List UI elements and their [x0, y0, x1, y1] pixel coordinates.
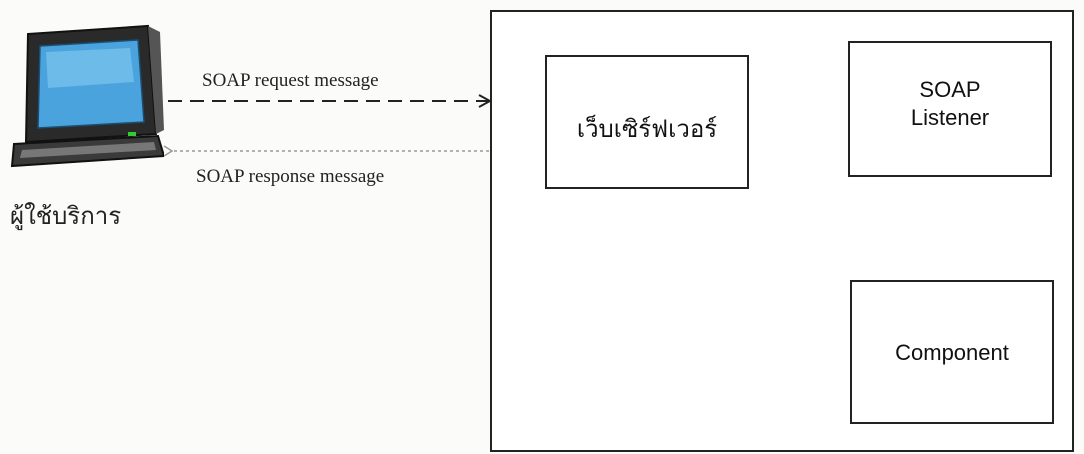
desktop-computer-icon	[10, 24, 164, 168]
web-server-box: เว็บเซิร์ฟเวอร์	[545, 55, 749, 189]
component-label: Component	[895, 340, 1009, 365]
client-label: ผู้ใช้บริการ	[10, 204, 122, 230]
response-message-label: SOAP response message	[196, 166, 385, 187]
request-message-label: SOAP request message	[202, 70, 379, 91]
component-box: Component	[850, 280, 1054, 424]
soap-listener-label-line1: SOAP	[919, 77, 981, 102]
soap-listener-label-line2: Listener	[910, 105, 990, 130]
soap-listener-box: SOAP Listener	[848, 41, 1052, 177]
web-server-label: เว็บเซิร์ฟเวอร์	[576, 115, 718, 143]
